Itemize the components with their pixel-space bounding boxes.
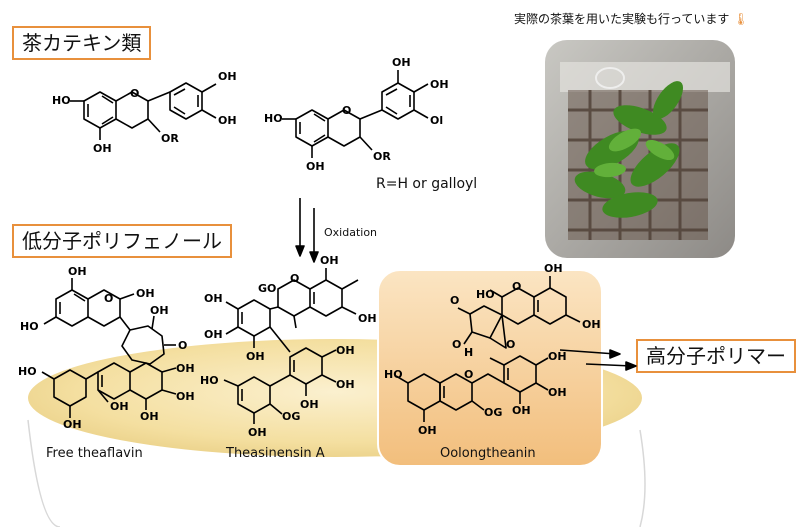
atom-label: O xyxy=(512,280,521,293)
atom-label: OH xyxy=(582,318,601,331)
atom-label: OH xyxy=(246,350,265,363)
atom-label: OH xyxy=(336,378,355,391)
atom-label: HO xyxy=(18,365,37,378)
atom-label: O xyxy=(130,87,139,100)
atom-label: HO xyxy=(264,112,283,125)
atom-label: OG xyxy=(282,410,300,423)
atom-label: OH xyxy=(68,265,87,278)
oxidation-arrows xyxy=(295,198,319,263)
catechin-structure-2: O OH OH Ol HO OR OH xyxy=(264,56,449,173)
atom-label: O xyxy=(104,292,113,305)
theasinensin-name: Theasinensin A xyxy=(226,446,325,461)
atom-label: OH xyxy=(176,390,195,403)
atom-label: O xyxy=(178,339,187,352)
atom-label: OH xyxy=(430,78,449,91)
theaflavin-structure: OH OH HO O OH O HO OH OH OH OH OH xyxy=(18,265,195,431)
atom-label: OH xyxy=(218,70,237,83)
atom-label: OH xyxy=(176,362,195,375)
atom-label: O xyxy=(506,338,515,351)
photo-caption-text: 実際の茶葉を用いた実験も行っています xyxy=(514,12,730,26)
atom-label: O xyxy=(452,338,461,351)
atom-label: HO xyxy=(52,94,71,107)
thermometer-icon: 🌡 xyxy=(733,12,749,26)
atom-label: OH xyxy=(548,386,567,399)
atom-label: OH xyxy=(248,426,267,439)
oxidation-label: Oxidation xyxy=(324,226,378,239)
high-polymer-label: 高分子ポリマー xyxy=(636,339,796,373)
atom-label: OH xyxy=(418,424,437,437)
catechins-label: 茶カテキン類 xyxy=(12,26,152,60)
atom-label: OH xyxy=(63,418,82,431)
theasinensin-structure: OH OH GO O OH OH OH OH OH OH HO OH OG xyxy=(200,254,377,439)
atom-label: OH xyxy=(300,398,319,411)
atom-label: OH xyxy=(150,304,169,317)
low-polyphenol-label: 低分子ポリフェノール xyxy=(12,224,232,258)
polymer-arrows xyxy=(559,349,637,371)
atom-label: OH xyxy=(110,400,129,413)
atom-label: OH xyxy=(93,142,112,155)
atom-label: OG xyxy=(484,406,502,419)
atom-label: Ol xyxy=(430,114,443,127)
catechin-structure-1: O OH OH HO OR OH xyxy=(52,70,237,155)
atom-label: O xyxy=(342,104,351,117)
theaflavin-name: Free theaflavin xyxy=(46,446,143,461)
oolongtheanin-highlight xyxy=(377,269,603,467)
oolongtheanin-name: Oolongtheanin xyxy=(440,446,536,461)
atom-label: OH xyxy=(204,292,223,305)
atom-label: OH xyxy=(548,350,567,363)
atom-label: OH xyxy=(512,404,531,417)
atom-label: OH xyxy=(204,328,223,341)
atom-label: HO xyxy=(384,368,403,381)
atom-label: OH xyxy=(218,114,237,127)
atom-label: O xyxy=(290,272,299,285)
atom-label: GO xyxy=(258,282,276,295)
atom-label: HO xyxy=(476,288,495,301)
atom-label: OH xyxy=(136,287,155,300)
atom-label: O xyxy=(464,368,473,381)
atom-label: OH xyxy=(306,160,325,173)
atom-label: OH xyxy=(140,410,159,423)
oolongtheanin-structure: OH OH O HO O O H O OH OH OH HO O OH OG xyxy=(384,262,601,437)
stage-bowl xyxy=(27,419,646,527)
atom-label: OH xyxy=(336,344,355,357)
atom-label: O xyxy=(450,294,459,307)
atom-label: HO xyxy=(20,320,39,333)
atom-label: OR xyxy=(161,132,179,145)
atom-label: H xyxy=(464,346,473,359)
atom-label: OH xyxy=(320,254,339,267)
atom-label: OH xyxy=(392,56,411,69)
photo-caption: 実際の茶葉を用いた実験も行っています 🌡 xyxy=(514,10,748,27)
atom-label: OH xyxy=(544,262,563,275)
atom-label: OR xyxy=(373,150,391,163)
atom-label: HO xyxy=(200,374,219,387)
atom-label: OH xyxy=(358,312,377,325)
r-group-note: R=H or galloyl xyxy=(376,176,478,192)
